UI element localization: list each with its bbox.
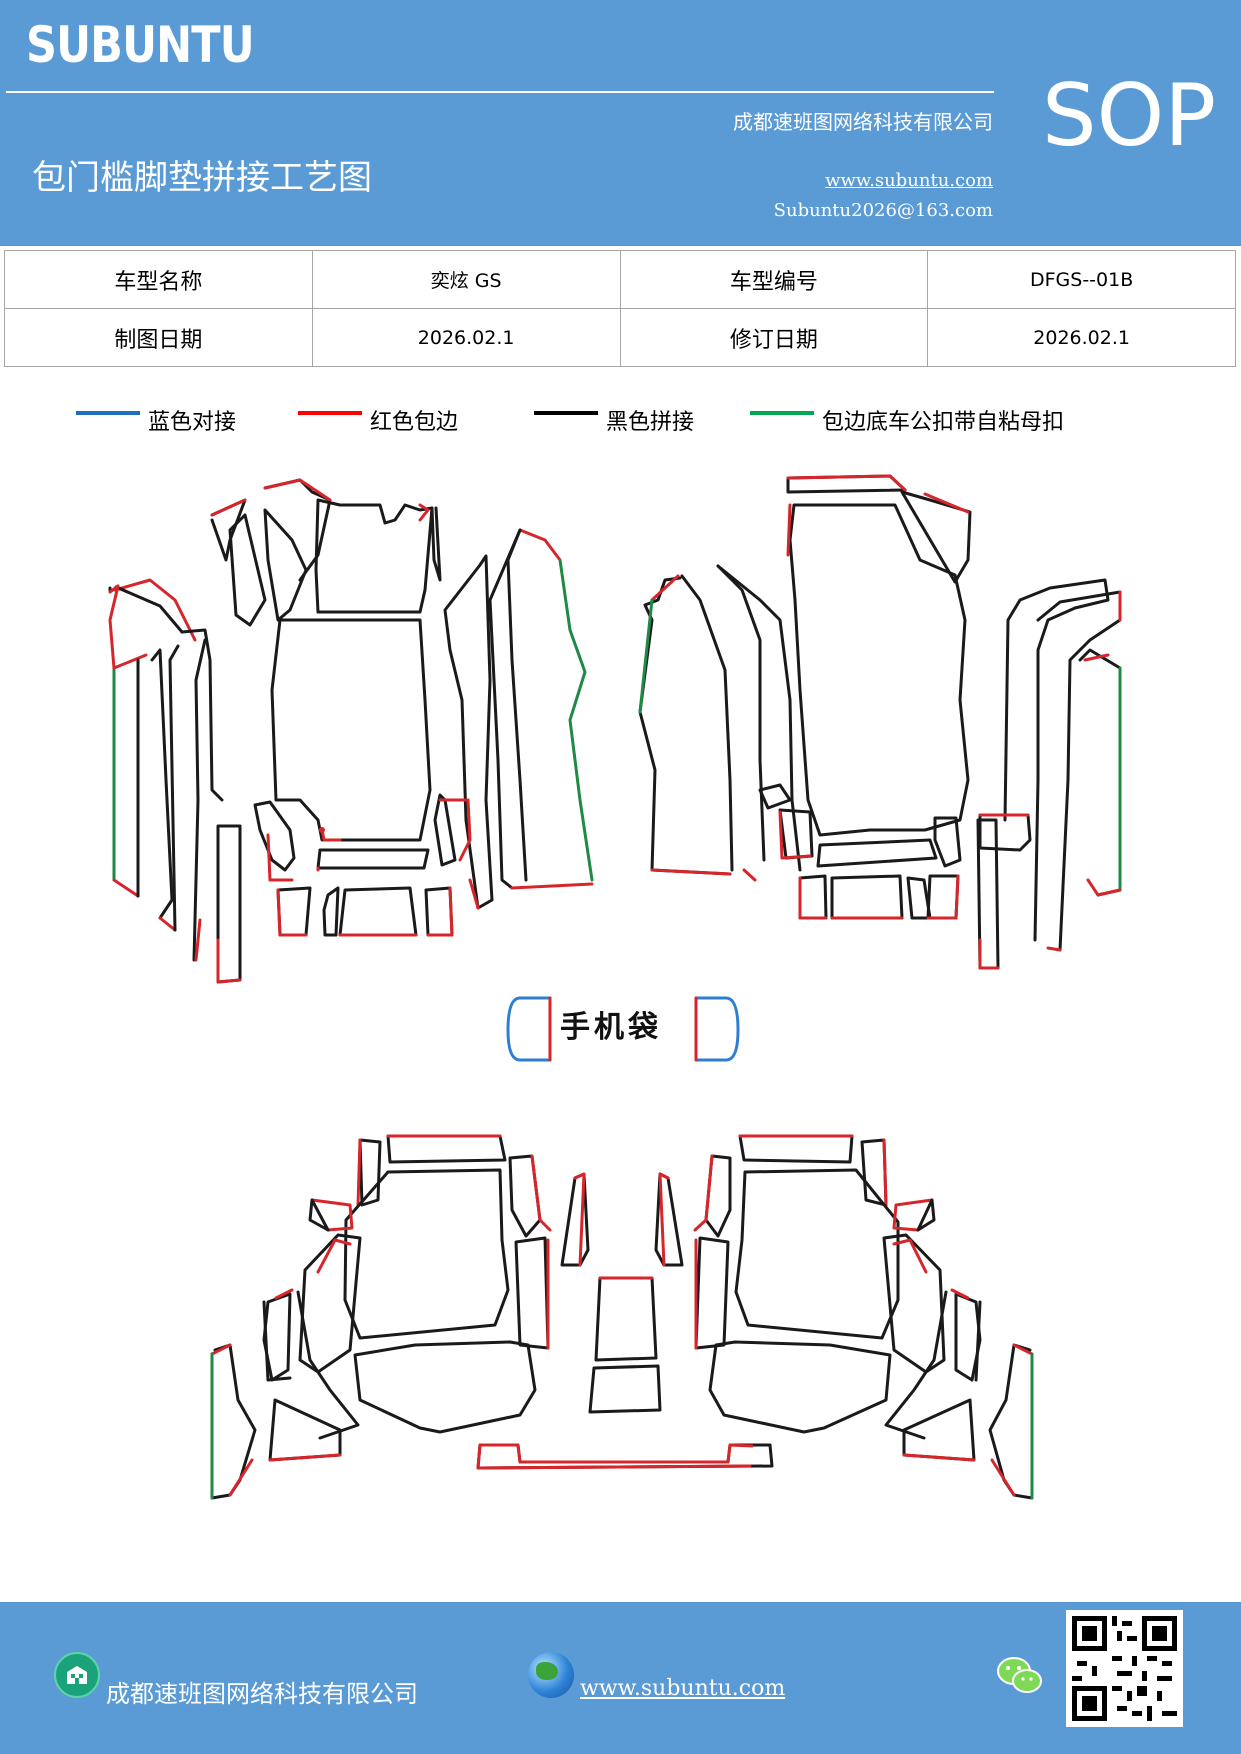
brand-logo: SUBUNTU xyxy=(26,16,255,74)
footer-company-name: 成都速班图网络科技有限公司 xyxy=(106,1680,418,1708)
legend-item-green: 包边底车公扣带自粘母扣 xyxy=(750,400,1064,440)
header-email: Subuntu2026@163.com xyxy=(773,200,993,221)
legend-swatch xyxy=(298,411,362,415)
mat-pieces-svg xyxy=(108,474,1122,1500)
page-footer: 成都速班图网络科技有限公司 www.subuntu.com xyxy=(0,1602,1241,1754)
page-header: SUBUNTU 成都速班图网络科技有限公司 包门槛脚垫拼接工艺图 www.sub… xyxy=(0,0,1241,246)
revise-date-value: 2026.02.1 xyxy=(927,308,1236,367)
phone-pocket-shapes xyxy=(506,996,740,1062)
header-company-name: 成都速班图网络科技有限公司 xyxy=(733,110,993,134)
draw-date-value: 2026.02.1 xyxy=(311,308,621,367)
globe-icon xyxy=(528,1652,574,1698)
mat-layout-diagram: 手机袋 xyxy=(0,440,1241,1540)
model-name-label: 车型名称 xyxy=(4,250,313,309)
legend-swatch xyxy=(750,411,814,415)
header-divider xyxy=(6,91,994,93)
sop-badge: SOP xyxy=(1042,66,1217,166)
legend-label: 蓝色对接 xyxy=(148,410,237,435)
draw-date-label: 制图日期 xyxy=(4,308,313,367)
legend-swatch xyxy=(534,411,598,415)
table-row: 车型名称 奕炫 GS 车型编号 DFGS--01B xyxy=(4,250,1236,309)
legend-item-blue: 蓝色对接 xyxy=(76,400,236,440)
rear-floor-mats xyxy=(210,1134,1034,1500)
model-name-value: 奕炫 GS xyxy=(311,250,621,309)
legend-label: 黑色拼接 xyxy=(606,410,695,435)
phone-pocket-label: 手机袋 xyxy=(560,1010,662,1045)
legend-item-red: 红色包边 xyxy=(298,400,458,440)
legend-label: 红色包边 xyxy=(370,410,459,435)
color-legend: 蓝色对接 红色包边 黑色拼接 包边底车公扣带自粘母扣 xyxy=(0,400,1241,440)
model-code-label: 车型编号 xyxy=(619,250,929,309)
revise-date-label: 修订日期 xyxy=(619,308,929,367)
legend-label: 包边底车公扣带自粘母扣 xyxy=(822,410,1065,435)
building-icon xyxy=(54,1652,100,1698)
right-front-mats xyxy=(638,474,1122,970)
model-code-value: DFGS--01B xyxy=(927,250,1236,309)
qr-code xyxy=(1066,1610,1183,1727)
wechat-icon xyxy=(996,1654,1044,1698)
vehicle-info-table: 车型名称 奕炫 GS 车型编号 DFGS--01B 制图日期 2026.02.1… xyxy=(4,250,1236,367)
table-row: 制图日期 2026.02.1 修订日期 2026.02.1 xyxy=(4,308,1236,367)
legend-swatch xyxy=(76,411,140,415)
legend-item-black: 黑色拼接 xyxy=(534,400,694,440)
document-title: 包门槛脚垫拼接工艺图 xyxy=(32,158,372,198)
header-website-link[interactable]: www.subuntu.com xyxy=(825,170,993,191)
footer-website-link[interactable]: www.subuntu.com xyxy=(580,1676,786,1701)
left-front-mats xyxy=(108,478,594,984)
